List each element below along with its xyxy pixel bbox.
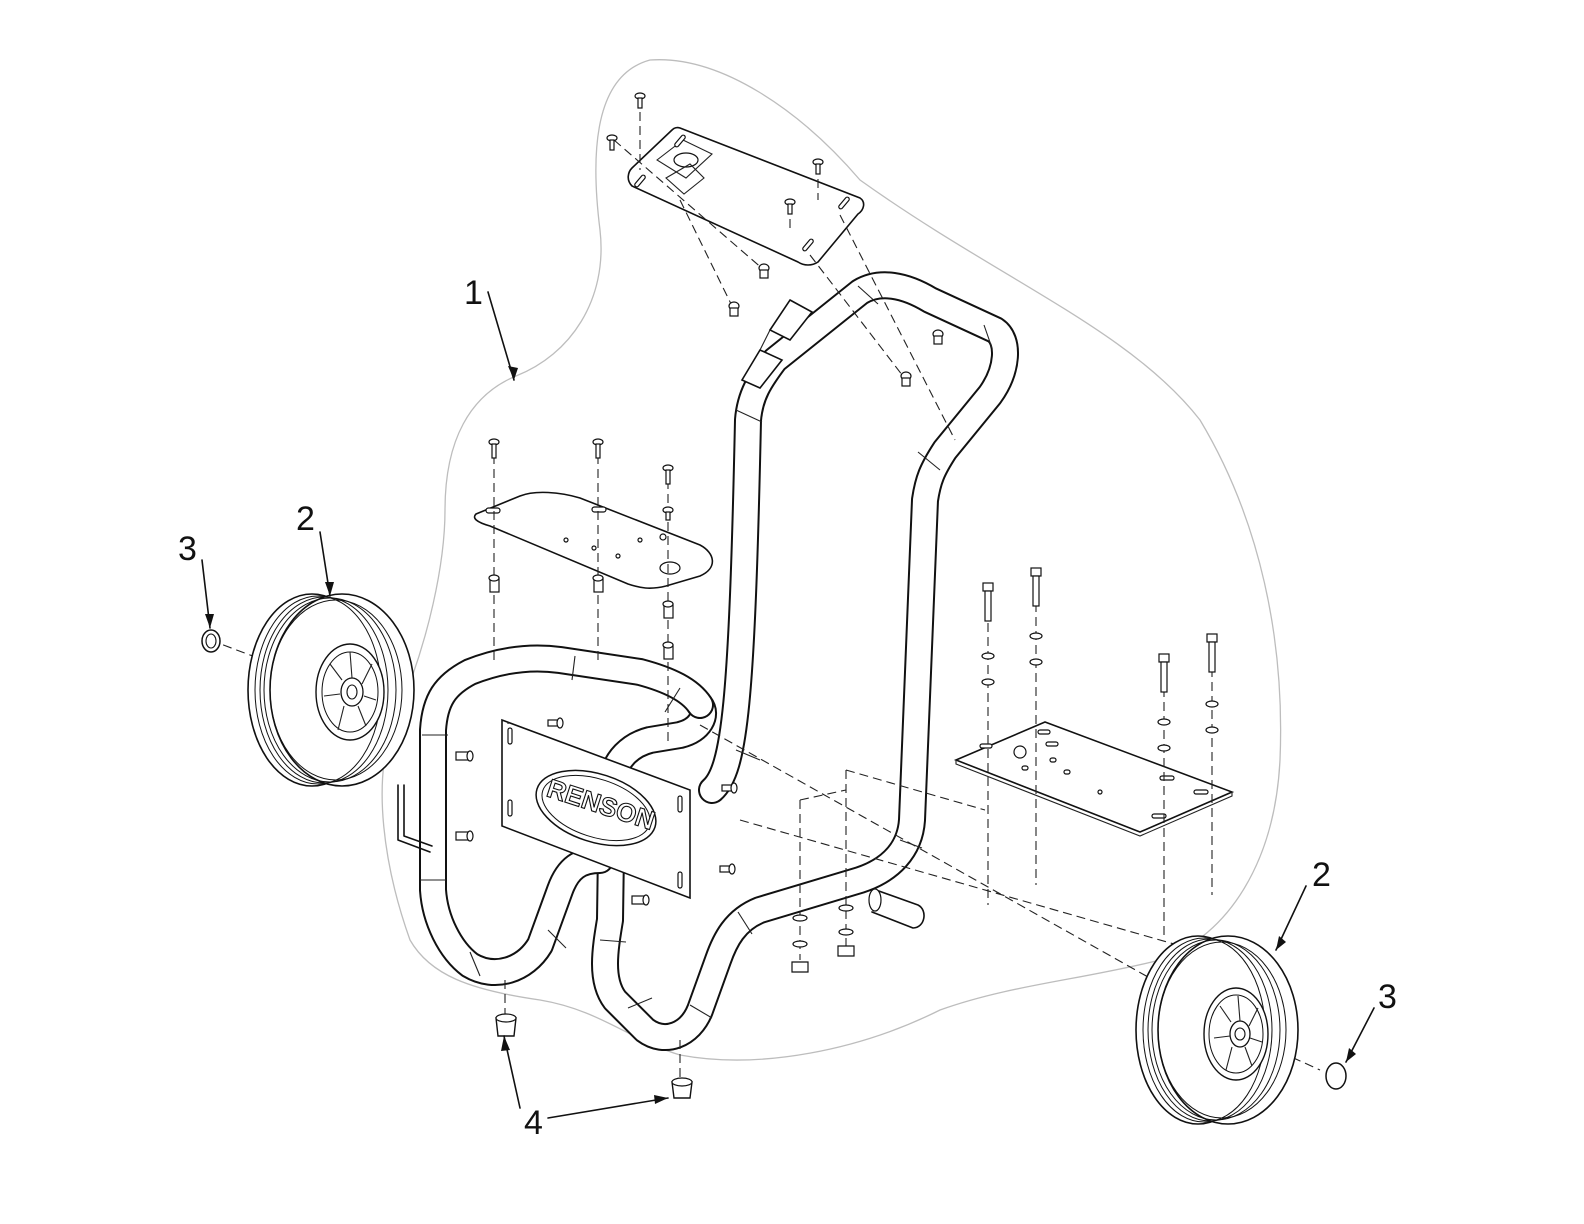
right-mounting-plate <box>953 721 1235 837</box>
left-mounting-plate <box>473 491 714 589</box>
callout-4: 4 <box>524 1104 543 1142</box>
item-1-group-outline <box>381 59 1282 1061</box>
handle-bracket <box>740 298 814 389</box>
callout-2-left: 2 <box>296 500 315 538</box>
fastener-hardware <box>201 92 1347 1099</box>
callout-2-right: 2 <box>1312 856 1331 894</box>
callout-3-right: 3 <box>1378 978 1397 1016</box>
callout-labels: 1 2 3 2 3 4 <box>178 274 1397 1142</box>
frame-tube <box>397 271 1019 1051</box>
callout-3-left: 3 <box>178 530 197 568</box>
front-logo-panel: RENSON <box>501 718 691 900</box>
top-mounting-plate <box>627 126 865 266</box>
callout-leaders <box>201 291 1375 1119</box>
callout-1: 1 <box>464 274 483 312</box>
right-wheel <box>1135 935 1299 1125</box>
left-wheel <box>247 593 415 787</box>
